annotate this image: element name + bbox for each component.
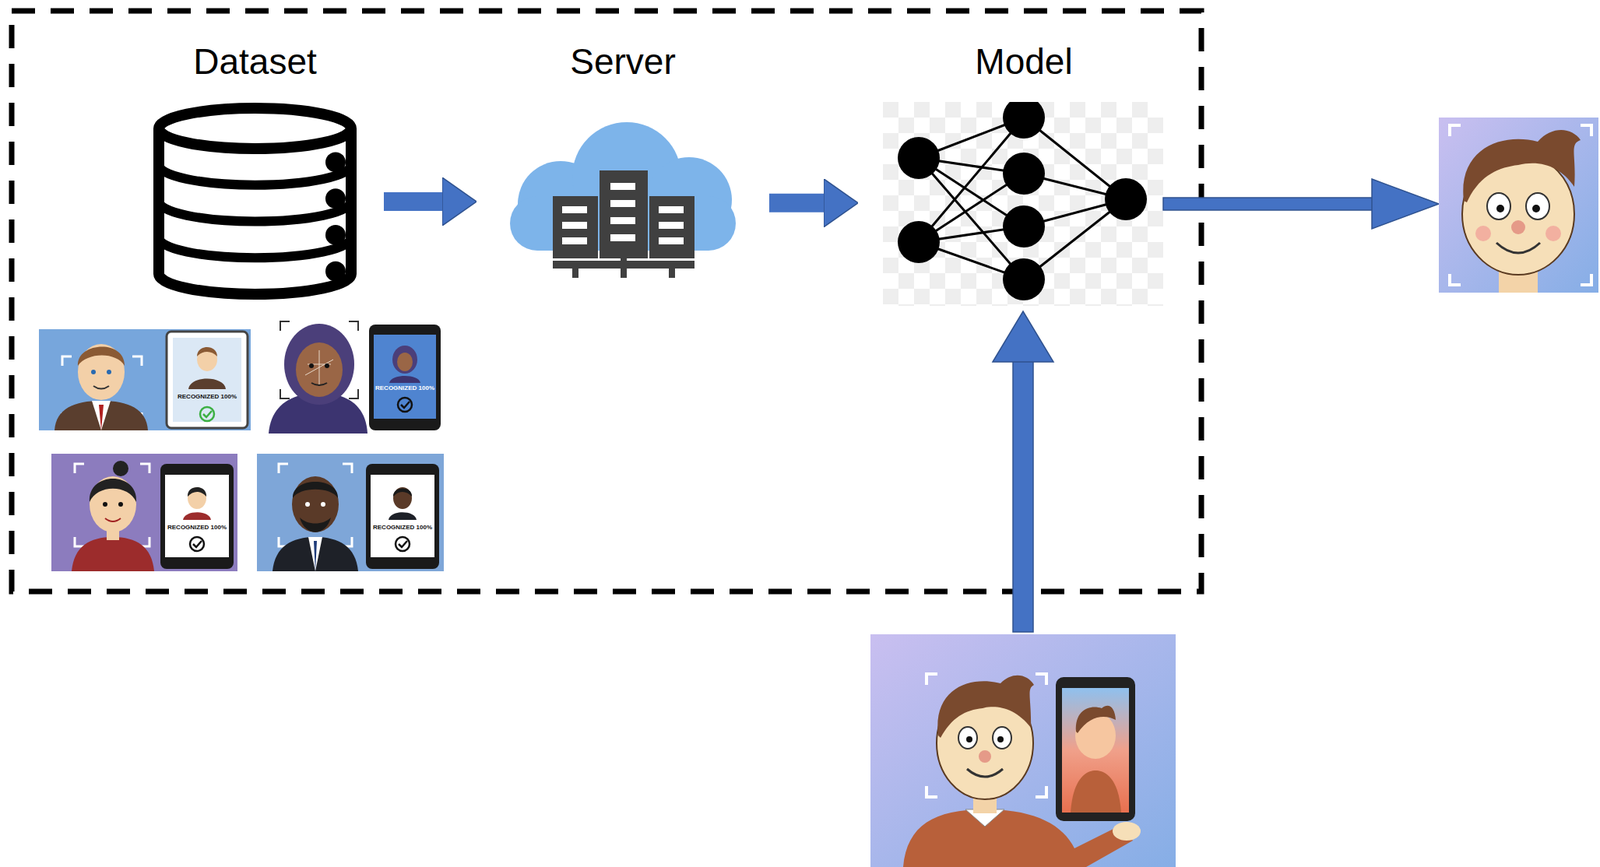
phone-caption: RECOGNIZED 100% (168, 393, 247, 401)
flow-arrow (769, 193, 824, 213)
flow-arrow (383, 192, 443, 211)
cloud-server-icon (509, 122, 736, 278)
node-heading: Model (879, 39, 1168, 84)
node-heading: Dataset (147, 39, 363, 84)
phone-caption: RECOGNIZED 100% (365, 384, 444, 393)
input-arrow (992, 311, 1054, 633)
face-tile (260, 319, 444, 434)
node-icon (147, 101, 363, 301)
phone-caption: RECOGNIZED 100% (363, 523, 442, 532)
face-tile (38, 329, 251, 431)
output-face (1438, 117, 1599, 293)
phone-caption: RECOGNIZED 100% (158, 523, 236, 532)
icon-node: Model (879, 39, 1168, 306)
node-icon (879, 101, 1168, 306)
output-arrow (1163, 179, 1439, 229)
icon-node: Dataset (147, 39, 363, 301)
input-picture (870, 634, 1176, 867)
node-heading: Server (498, 39, 748, 84)
face-tile (51, 453, 238, 572)
database-icon (158, 108, 352, 295)
icon-node: Server (498, 39, 748, 282)
face-tile (256, 453, 444, 572)
node-icon (498, 122, 748, 282)
neural-network-icon (882, 101, 1164, 306)
